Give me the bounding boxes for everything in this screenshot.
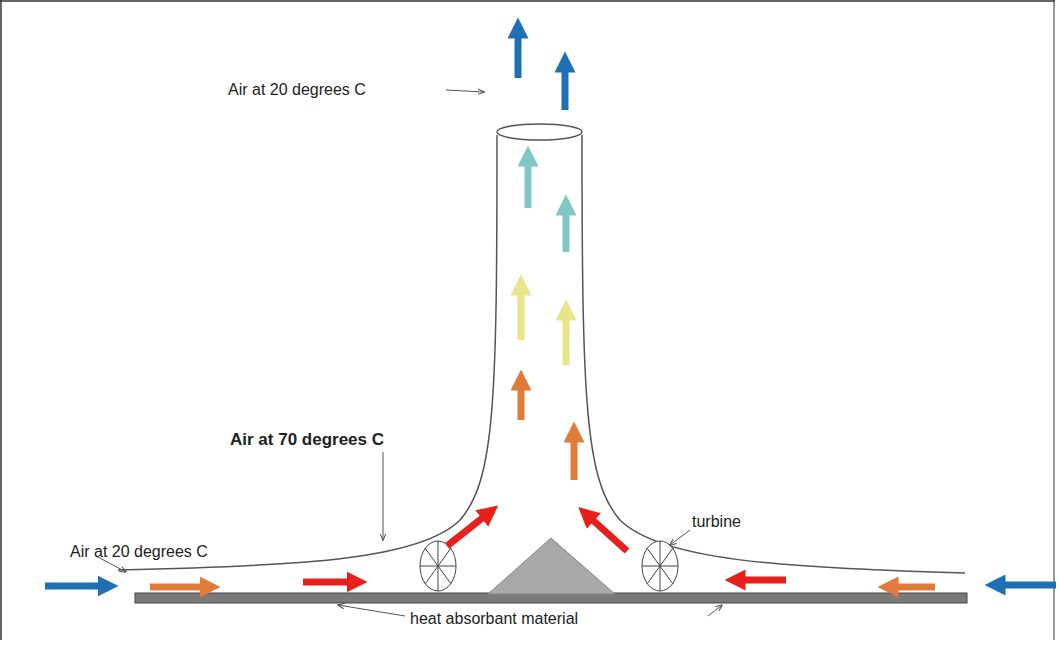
hot-air-label: Air at 70 degrees C — [230, 430, 384, 450]
turbine-label: turbine — [692, 512, 741, 532]
inlet-air-label: Air at 20 degrees C — [70, 542, 208, 562]
outlet-air-label: Air at 20 degrees C — [228, 80, 366, 100]
absorber-label: heat absorbant material — [410, 609, 578, 629]
